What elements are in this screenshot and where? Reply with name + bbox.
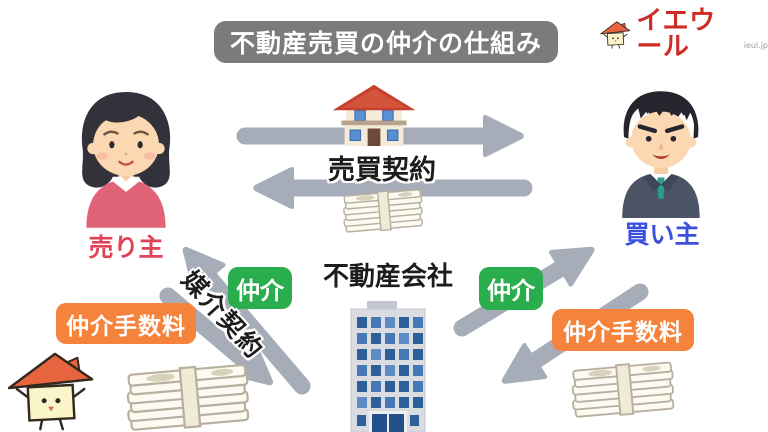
seller-label: 売り主 <box>88 233 164 262</box>
fee-badge-seller: 仲介手数料 <box>56 303 196 344</box>
company-label: 不動産会社 <box>322 262 453 292</box>
brokerage-arrow-company-to-seller <box>196 262 311 395</box>
buyer-avatar <box>622 91 700 218</box>
buyer-label: 買い主 <box>624 220 700 249</box>
page-title: 不動産売買の仲介の仕組み <box>214 21 558 63</box>
ieul-logo-text: イエウール <box>636 6 716 62</box>
money-icon-right <box>560 350 686 422</box>
office-building-icon <box>350 301 426 432</box>
page-title-text: 不動産売買の仲介の仕組み <box>229 29 542 58</box>
sale-contract-label: 売買契約 <box>328 155 436 186</box>
house-mascot-icon <box>4 347 102 432</box>
house-icon <box>332 84 416 146</box>
fee-badge-buyer: 仲介手数料 <box>552 309 694 351</box>
money-icon-center <box>333 180 433 236</box>
ieul-logo: イエウール ieul.jp <box>599 6 768 62</box>
seller-avatar <box>81 91 171 228</box>
brokerage-badge-buyer: 仲介 <box>479 267 543 310</box>
money-icon-left <box>112 350 264 432</box>
ieul-logo-house-icon <box>599 15 633 54</box>
ieul-logo-domain: ieul.jp <box>743 41 768 50</box>
brokerage-badge-seller: 仲介 <box>228 267 292 309</box>
